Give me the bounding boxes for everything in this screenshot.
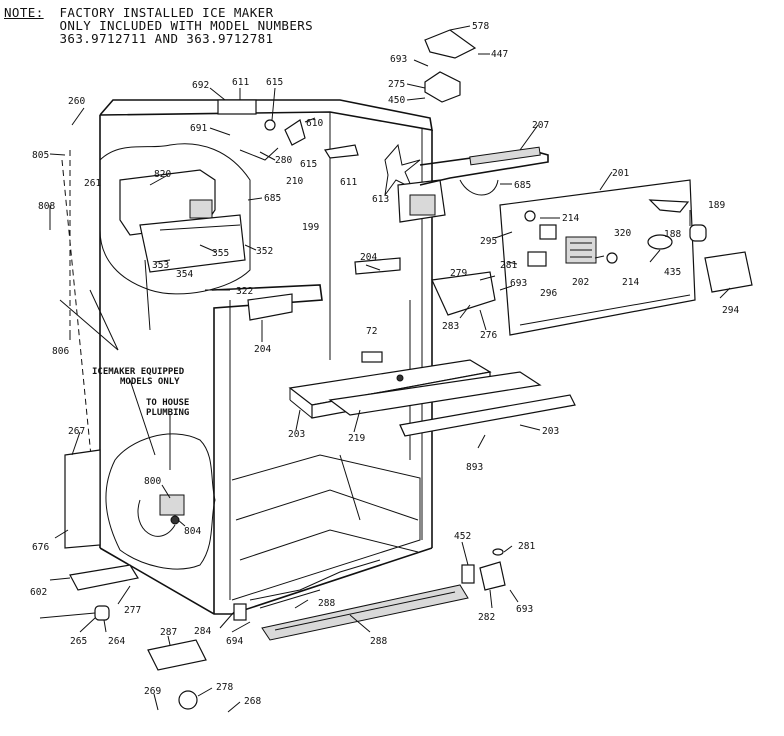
water-valve-outline <box>105 433 216 570</box>
part-label-288b: 288 <box>370 636 387 647</box>
part-label-214b: 214 <box>622 277 639 288</box>
part-label-800: 800 <box>144 476 161 487</box>
part-label-685b: 685 <box>264 193 281 204</box>
note-line-3: 363.9712711 AND 363.9712781 <box>59 31 274 46</box>
part-label-214: 214 <box>562 213 579 224</box>
part-label-693b: 693 <box>510 278 527 289</box>
part-label-805: 805 <box>32 150 49 161</box>
part-label-804: 804 <box>184 526 201 537</box>
note-line-1: FACTORY INSTALLED ICE MAKER <box>59 5 274 20</box>
part-label-676: 676 <box>32 542 49 553</box>
icemaker-820 <box>119 169 246 273</box>
part-label-355: 355 <box>212 248 229 259</box>
part-label-72: 72 <box>366 326 377 337</box>
part-label-281b: 281 <box>518 541 535 552</box>
part-label-260: 260 <box>68 96 85 107</box>
part-label-204: 204 <box>360 252 377 263</box>
part-label-275: 275 <box>388 79 405 90</box>
part-label-354: 354 <box>176 269 193 280</box>
part-label-450: 450 <box>388 95 405 106</box>
part-label-820: 820 <box>154 169 171 180</box>
part-label-602: 602 <box>30 587 47 598</box>
part-label-281: 281 <box>500 260 517 271</box>
part-label-202: 202 <box>572 277 589 288</box>
part-label-615: 615 <box>266 77 283 88</box>
icemaker-equipped-line1: ICEMAKER EQUIPPED <box>92 367 185 377</box>
part-label-322: 322 <box>236 286 253 297</box>
part-label-188: 188 <box>664 229 681 240</box>
part-label-691: 691 <box>190 123 207 134</box>
part-label-693: 693 <box>390 54 407 65</box>
part-label-268: 268 <box>244 696 261 707</box>
icemaker-equipped-line2: MODELS ONLY <box>120 377 180 387</box>
part-label-692: 692 <box>192 80 209 91</box>
part-label-265: 265 <box>70 636 87 647</box>
part-label-435: 435 <box>664 267 681 278</box>
part-label-264: 264 <box>108 636 125 647</box>
part-label-261: 261 <box>84 178 101 189</box>
part-label-210: 210 <box>286 176 303 187</box>
part-label-615b: 615 <box>300 159 317 170</box>
part-label-269: 269 <box>144 686 161 697</box>
part-label-203b: 203 <box>542 426 559 437</box>
water-valve-800 <box>137 494 185 537</box>
part-label-295: 295 <box>480 236 497 247</box>
part-label-613: 613 <box>372 194 389 205</box>
shelf-assembly <box>247 257 576 437</box>
part-label-207: 207 <box>532 120 549 131</box>
note-line-2: ONLY INCLUDED WITH MODEL NUMBERS <box>59 18 314 33</box>
part-label-284: 284 <box>194 626 211 637</box>
part-label-282: 282 <box>478 612 495 623</box>
part-label-294: 294 <box>722 305 739 316</box>
part-label-277: 277 <box>124 605 141 616</box>
part-label-201: 201 <box>612 168 629 179</box>
note-label: NOTE: <box>4 5 44 20</box>
leader-lines <box>49 25 731 713</box>
part-label-352: 352 <box>256 246 273 257</box>
part-label-893: 893 <box>466 462 483 473</box>
part-label-199: 199 <box>302 222 319 233</box>
to-house-line1: TO HOUSE <box>146 398 189 408</box>
icemaker-outline <box>99 143 251 295</box>
part-label-611: 611 <box>232 77 249 88</box>
part-label-283: 283 <box>442 321 459 332</box>
top-parts <box>217 29 477 161</box>
part-label-320: 320 <box>614 228 631 239</box>
part-label-280: 280 <box>275 155 292 166</box>
part-label-203: 203 <box>288 429 305 440</box>
part-label-693c: 693 <box>516 604 533 615</box>
to-house-line2: PLUMBING <box>146 408 189 418</box>
part-label-189: 189 <box>708 200 725 211</box>
part-label-279: 279 <box>450 268 467 279</box>
part-label-276: 276 <box>480 330 497 341</box>
part-label-219: 219 <box>348 433 365 444</box>
part-label-694: 694 <box>226 636 243 647</box>
part-label-267: 267 <box>68 426 85 437</box>
part-label-287: 287 <box>160 627 177 638</box>
part-label-806: 806 <box>52 346 69 357</box>
part-label-278: 278 <box>216 682 233 693</box>
part-number-callouts: 578 693 447 275 450 692 611 615 691 610 … <box>30 21 739 707</box>
fan-assembly <box>384 143 753 336</box>
part-label-296: 296 <box>540 288 557 299</box>
part-label-288: 288 <box>318 598 335 609</box>
part-label-578: 578 <box>472 21 489 32</box>
annotations: ICEMAKER EQUIPPED MODELS ONLY TO HOUSE P… <box>92 367 189 418</box>
part-label-447: 447 <box>491 49 508 60</box>
part-label-353: 353 <box>152 260 169 271</box>
part-label-808: 808 <box>38 201 55 212</box>
part-label-611b: 611 <box>340 177 357 188</box>
part-label-610: 610 <box>306 118 323 129</box>
bottom-parts <box>39 449 506 710</box>
factory-note: NOTE: FACTORY INSTALLED ICE MAKER ONLY I… <box>4 6 313 45</box>
part-label-204b: 204 <box>254 344 271 355</box>
part-label-685: 685 <box>514 180 531 191</box>
part-label-452: 452 <box>454 531 471 542</box>
